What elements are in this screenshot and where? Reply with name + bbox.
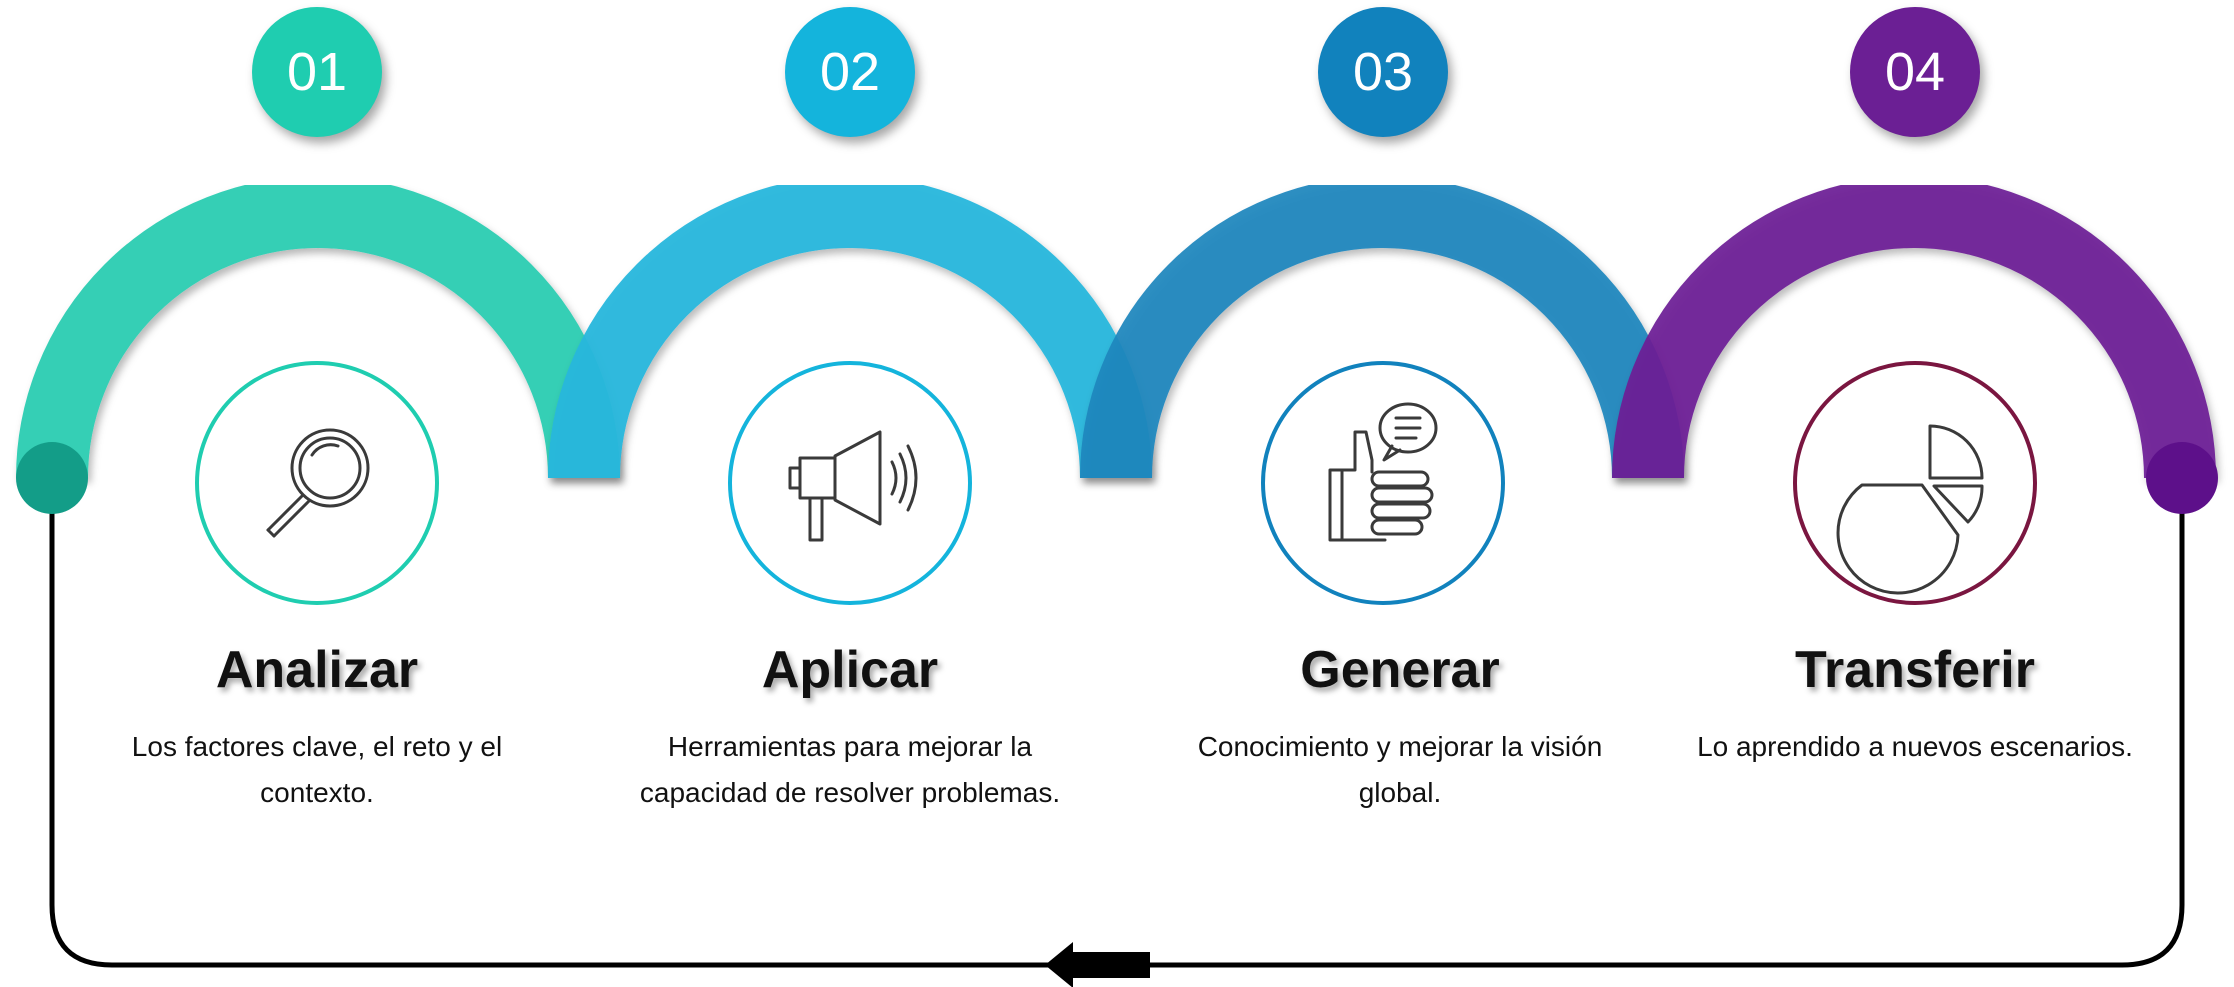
- step-4-description: Lo aprendido a nuevos escenarios.: [1680, 724, 2150, 770]
- step-2-title: Aplicar: [761, 641, 939, 699]
- loop-arrow: [1045, 942, 1150, 987]
- magnifier-icon: [266, 428, 370, 538]
- step-3-description-line-1: Conocimiento y mejorar la visión: [1197, 731, 1603, 762]
- megaphone-icon: [788, 430, 918, 542]
- step-2-icon-ring: [728, 361, 972, 605]
- step-3-description-line-2: global.: [1358, 777, 1442, 808]
- step-1-number-badge: 01: [252, 7, 382, 137]
- step-2-arc: [548, 176, 1152, 479]
- step-1-icon-ring: [195, 361, 439, 605]
- step-1-description: Los factores clave, el reto y el context…: [82, 724, 552, 816]
- step-4-number-badge: 04: [1850, 7, 1980, 137]
- step-1-title: Analizar: [215, 641, 419, 699]
- step-1-description-line-2: contexto.: [260, 777, 374, 808]
- thumbs-up-chat-icon: [1328, 402, 1438, 542]
- step-4-arc: [1612, 176, 2216, 479]
- step-4-description-line-1: Lo aprendido a nuevos escenarios.: [1697, 731, 2133, 762]
- step-2-description-line-1: Herramientas para mejorar la: [667, 731, 1033, 762]
- step-2-number-badge: 02: [785, 7, 915, 137]
- loop-end-dot: [2146, 442, 2218, 514]
- step-3-title: Generar: [1300, 641, 1500, 699]
- step-1-arc: [16, 176, 620, 479]
- step-3-number-badge: 03: [1318, 7, 1448, 137]
- step-3-arc: [1080, 176, 1684, 479]
- step-1-description-line-1: Los factores clave, el reto y el: [131, 731, 503, 762]
- step-2-description-line-2: capacidad de resolver problemas.: [639, 777, 1061, 808]
- step-4-icon-ring: [1793, 361, 2037, 605]
- step-2-description: Herramientas para mejorar la capacidad d…: [615, 724, 1085, 816]
- step-3-icon-ring: [1261, 361, 1505, 605]
- loop-start-dot: [16, 442, 88, 514]
- step-3-description: Conocimiento y mejorar la visión global.: [1165, 724, 1635, 816]
- step-4-title: Transferir: [1795, 641, 2035, 699]
- pie-chart-icon: [1836, 424, 1984, 595]
